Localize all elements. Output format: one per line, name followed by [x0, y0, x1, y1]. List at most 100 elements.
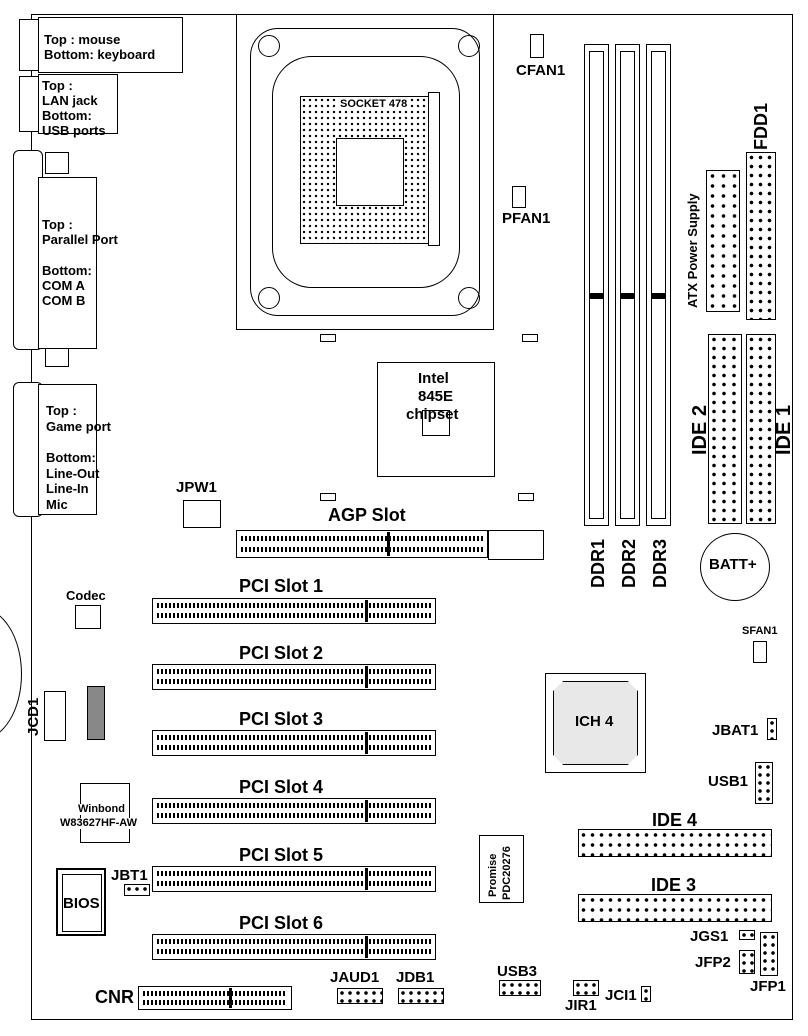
agp-clip-right: [518, 493, 534, 501]
lan-label-3: USB ports: [42, 123, 106, 138]
ddr2-slot: [615, 44, 640, 526]
codec-chip: [75, 605, 101, 629]
jdb1-label: JDB1: [396, 969, 435, 986]
agp-label: AGP Slot: [328, 505, 406, 525]
promise-chip: [479, 835, 524, 903]
winbond-label-0: Winbond: [78, 803, 125, 815]
promise-label-0: Promise: [487, 853, 499, 897]
jcd1-label: JCD1: [25, 697, 42, 736]
sfan1-label: SFAN1: [742, 625, 778, 637]
ps2-bottom-label: Bottom: keyboard: [44, 47, 156, 62]
chipset-label-2: chipset: [406, 406, 459, 423]
pci2-label: PCI Slot 2: [239, 643, 324, 663]
ddr1-notch: [589, 293, 604, 299]
ide3-connector: [578, 894, 772, 922]
game-label-box: [38, 384, 97, 515]
pci4-slot: [152, 798, 436, 824]
pci3-row-bottom: [157, 745, 431, 750]
cpu-heatsink-inner: [272, 56, 460, 288]
cnr-slot: [138, 986, 292, 1010]
jci1-header: [641, 986, 651, 1002]
pci6-slot: [152, 934, 436, 960]
pci2-row-top: [157, 669, 431, 674]
lan-label-1: LAN jack: [42, 93, 98, 108]
codec-label: Codec: [66, 588, 106, 603]
agp-clip-left: [320, 493, 336, 501]
lan-usb-label-box: [38, 74, 118, 134]
mount-hole-bl: [258, 287, 280, 309]
jpw1-connector: [183, 500, 221, 528]
jcd1-connector: [44, 691, 66, 741]
jir1-header: [573, 980, 599, 996]
ich4-die: [553, 681, 638, 765]
battery: [700, 533, 770, 601]
pci5-slot: [152, 866, 436, 892]
jbt1-header: [124, 884, 150, 896]
game-label-4: Line-Out: [46, 466, 100, 481]
parallel-label-0: Top :: [42, 217, 73, 232]
atx-power-label: ATX Power Supply: [685, 193, 700, 308]
ddr3-inner: [651, 51, 666, 519]
cnr-key: [229, 988, 232, 1008]
chipset-label-0: Intel: [418, 370, 449, 387]
pci5-row-bottom: [157, 881, 431, 886]
jaud1-label: JAUD1: [330, 969, 380, 986]
ddr1-slot: [584, 44, 609, 526]
parallel-label-1: Parallel Port: [42, 232, 118, 247]
pci6-key: [365, 936, 368, 958]
ddr3-slot: [646, 44, 671, 526]
ddr3-label: DDR3: [650, 538, 670, 588]
pci3-slot: [152, 730, 436, 756]
pci4-key: [365, 800, 368, 822]
mounting-arc: [0, 608, 22, 740]
usb3-label: USB3: [497, 963, 538, 980]
parallel-label-4: COM A: [42, 278, 85, 293]
pci3-row-top: [157, 735, 431, 740]
pci5-label: PCI Slot 5: [239, 845, 324, 865]
ide1-label: IDE 1: [773, 404, 795, 455]
ddr1-label: DDR1: [588, 538, 608, 588]
jfp1-label: JFP1: [750, 978, 786, 995]
ps2-top-label: Top : mouse: [44, 32, 121, 47]
cnr-row-top: [143, 991, 287, 996]
cfan1-connector: [530, 34, 544, 58]
jpw1-label: JPW1: [176, 479, 217, 496]
ich4-label: ICH 4: [575, 713, 614, 730]
usb3-header: [499, 980, 541, 996]
ide4-label: IDE 4: [652, 810, 698, 830]
pci5-key: [365, 868, 368, 890]
cpu-clip-left: [320, 334, 336, 342]
cnr-row-bottom: [143, 1000, 287, 1005]
ddr2-label: DDR2: [619, 538, 639, 588]
lan-label-0: Top :: [42, 78, 73, 93]
ide2-connector: [708, 334, 742, 524]
cfan1-label: CFAN1: [516, 62, 566, 79]
socket-center: [336, 138, 404, 206]
agp-pin-row-top: [241, 536, 483, 541]
bios-chip-inner: [62, 874, 102, 932]
fdd1-connector: [746, 152, 776, 320]
pci1-slot: [152, 598, 436, 624]
pci4-row-bottom: [157, 813, 431, 818]
parallel-label-box: [38, 177, 97, 349]
chip-core: [422, 410, 450, 436]
pci6-label: PCI Slot 6: [239, 913, 324, 933]
ide3-label: IDE 3: [651, 875, 697, 895]
agp-key: [387, 532, 390, 556]
pci1-row-top: [157, 603, 431, 608]
ddr1-inner: [589, 51, 604, 519]
socket-lever: [428, 92, 440, 246]
mount-hole-tr: [458, 35, 480, 57]
jaud1-header: [337, 988, 383, 1004]
game-label-3: Bottom:: [46, 450, 96, 465]
battery-label: BATT+: [709, 556, 757, 573]
jci1-label: JCI1: [605, 987, 637, 1004]
pci1-key: [365, 600, 368, 622]
sfan1-connector: [753, 641, 767, 663]
game-label-1: Game port: [46, 419, 112, 434]
usb1-header: [755, 762, 773, 804]
usb1-label: USB1: [708, 773, 749, 790]
pci2-slot: [152, 664, 436, 690]
agp-slot: [236, 530, 488, 558]
jbt1-label: JBT1: [111, 867, 148, 884]
